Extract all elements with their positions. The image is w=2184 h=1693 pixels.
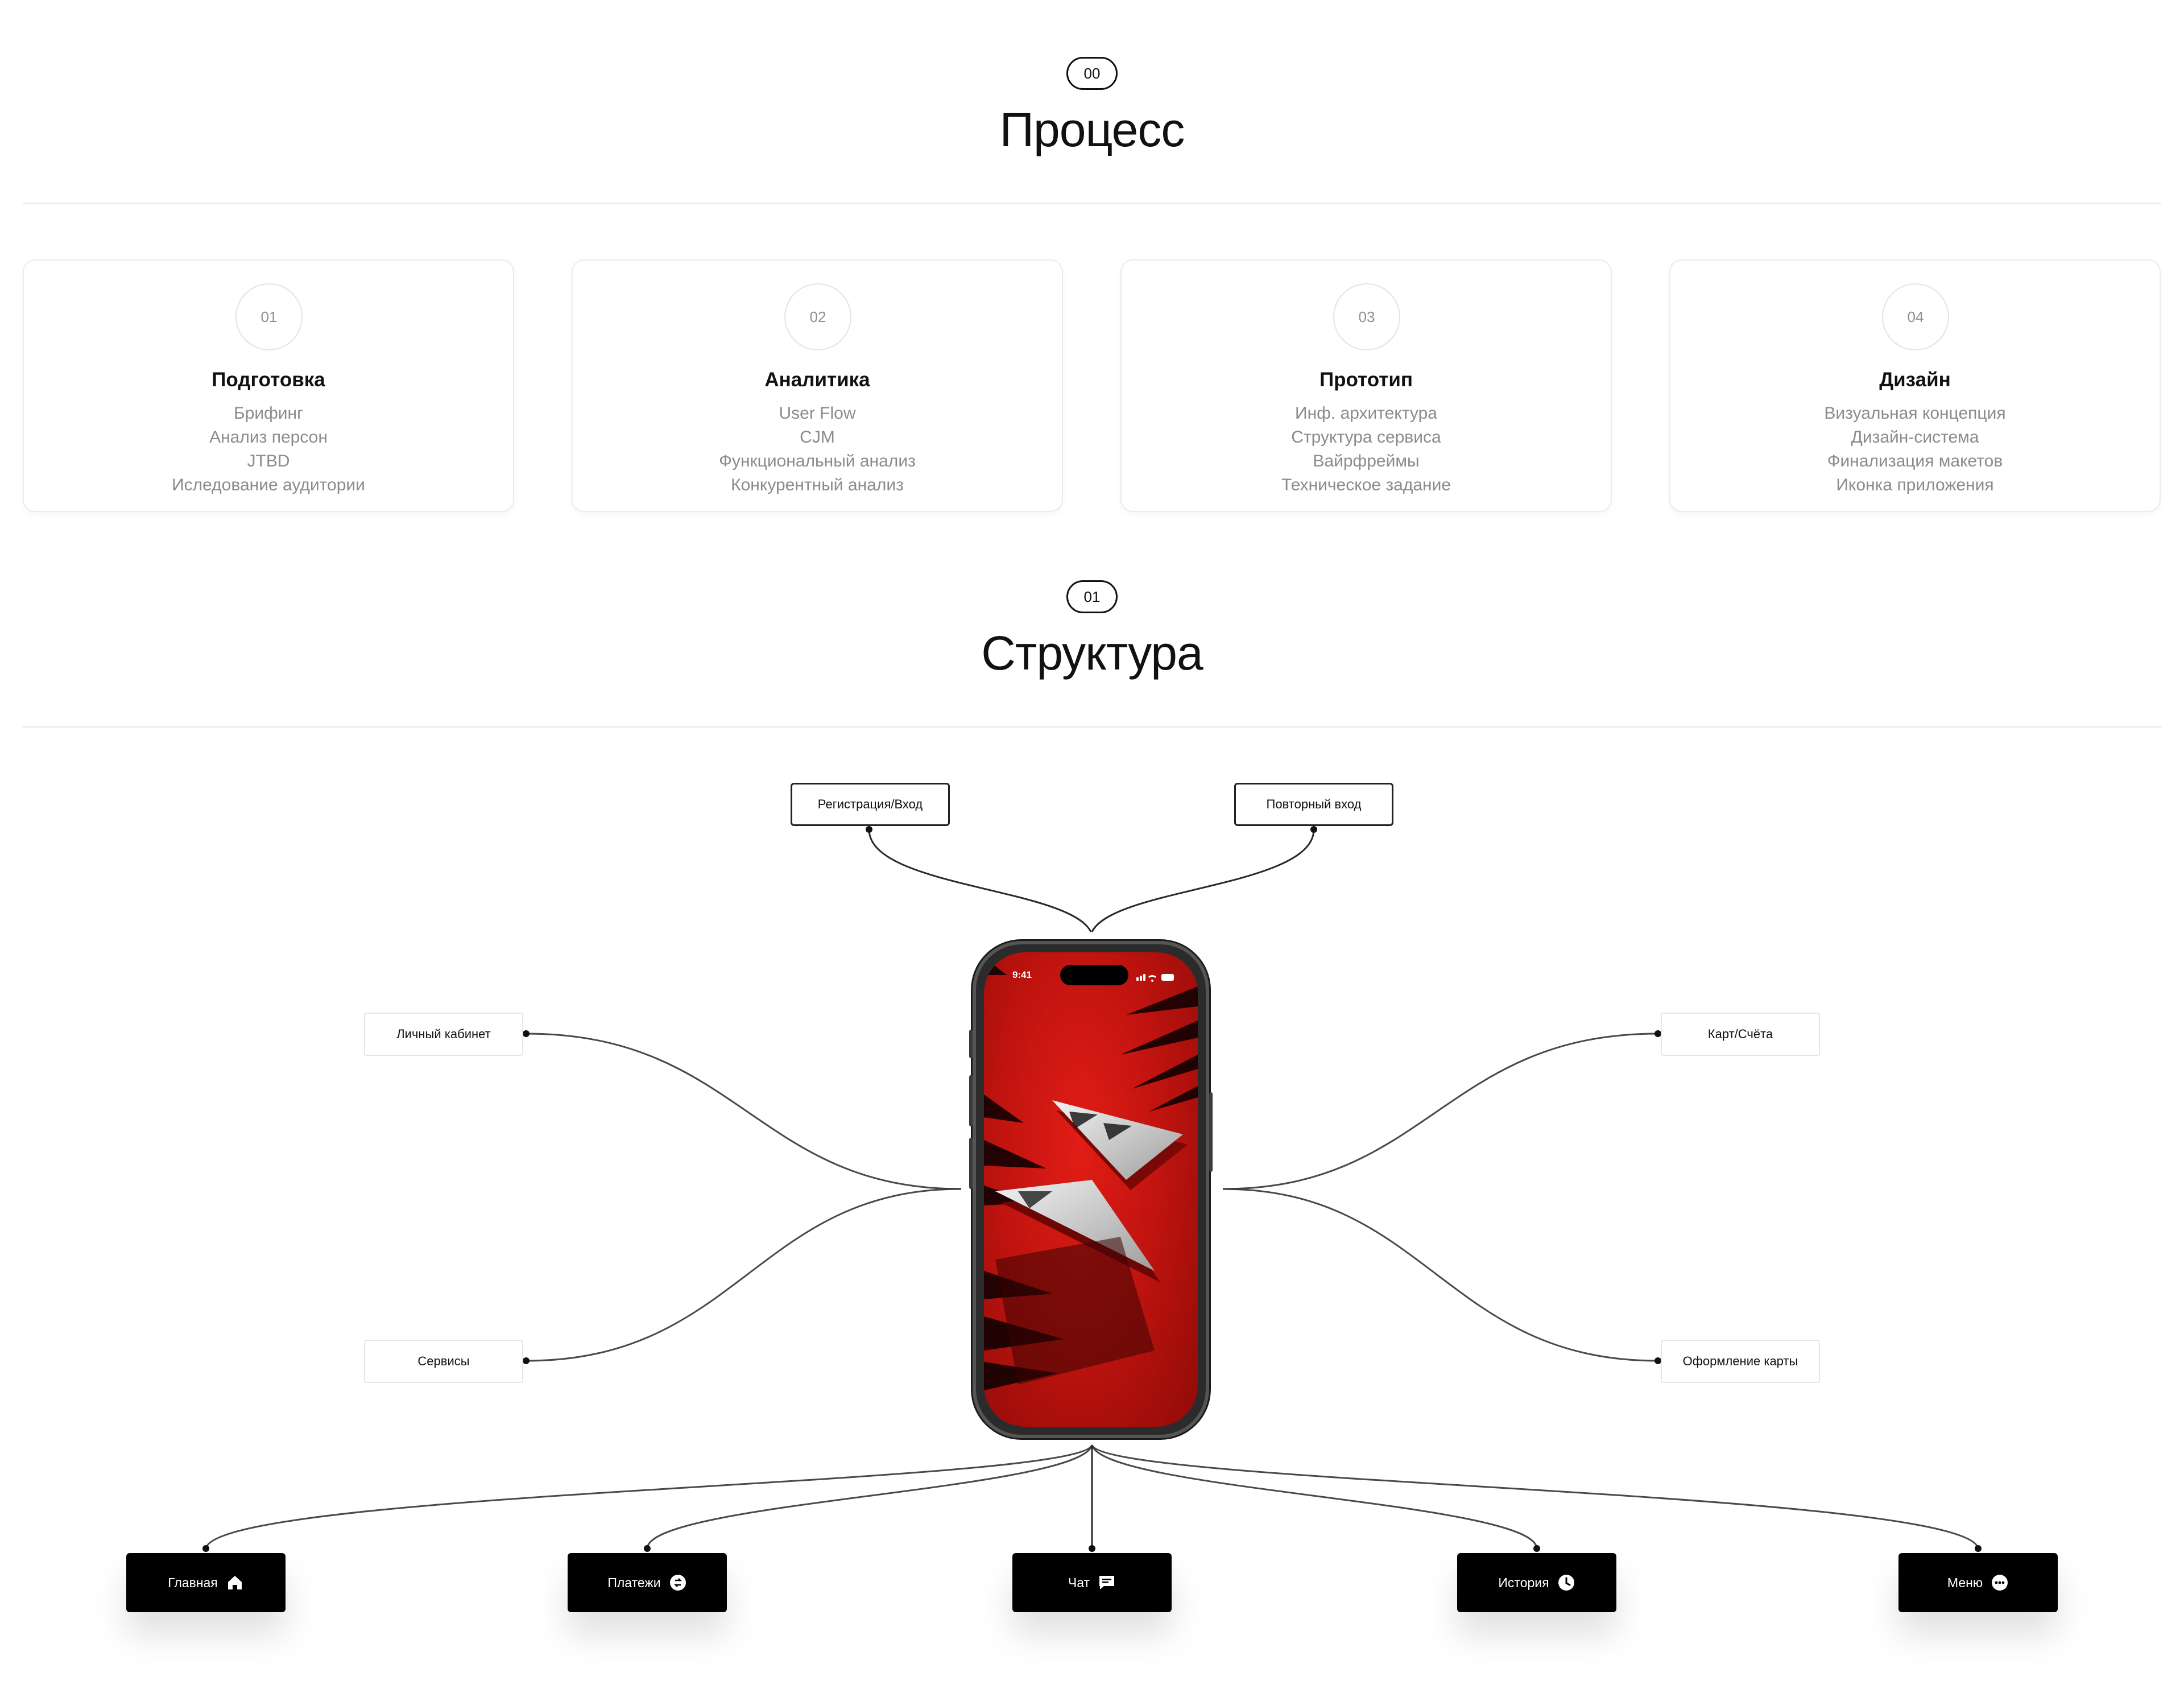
structure-title: Структура bbox=[981, 626, 1203, 680]
payments-icon bbox=[669, 1574, 687, 1592]
list-item: Анализ персон bbox=[209, 428, 328, 447]
list-item: Техническое задание bbox=[1281, 476, 1451, 494]
list-item: CJM bbox=[800, 428, 835, 447]
list-item: Инф. архитектура bbox=[1295, 404, 1437, 423]
node-account: Личный кабинет bbox=[364, 1013, 523, 1056]
tab-history[interactable]: История bbox=[1457, 1553, 1616, 1612]
card-title: Прототип bbox=[1319, 369, 1413, 391]
process-card-design: 04 Дизайн Визуальная концепция Дизайн-си… bbox=[1669, 259, 2161, 512]
tab-chat[interactable]: Чат bbox=[1012, 1553, 1172, 1612]
node-registration: Регистрация/Вход bbox=[791, 783, 950, 826]
phone-side-button bbox=[1209, 1092, 1213, 1172]
list-item: User Flow bbox=[779, 404, 856, 423]
process-card-prep: 01 Подготовка Брифинг Анализ персон JTBD… bbox=[23, 259, 514, 512]
card-title: Дизайн bbox=[1879, 369, 1951, 391]
phone-screen: 9:41 bbox=[984, 952, 1198, 1427]
tab-label: Платежи bbox=[607, 1575, 661, 1590]
tab-payments[interactable]: Платежи bbox=[568, 1553, 727, 1612]
card-items: Визуальная концепция Дизайн-система Фина… bbox=[1670, 402, 2160, 497]
card-items: Инф. архитектура Структура сервиса Вайрф… bbox=[1122, 402, 1611, 497]
wallpaper-art bbox=[984, 957, 1198, 1390]
process-card-prototype: 03 Прототип Инф. архитектура Структура с… bbox=[1120, 259, 1612, 512]
section-number-badge: 01 bbox=[1066, 580, 1118, 613]
status-icons bbox=[1136, 974, 1174, 982]
step-number: 01 bbox=[235, 283, 303, 350]
process-title: Процесс bbox=[999, 103, 1185, 156]
step-number: 04 bbox=[1882, 283, 1949, 350]
divider bbox=[23, 203, 2161, 204]
list-item: Брифинг bbox=[233, 404, 304, 423]
card-title: Подготовка bbox=[212, 369, 325, 391]
list-item: Структура сервиса bbox=[1291, 428, 1441, 447]
tab-menu[interactable]: Меню bbox=[1898, 1553, 2058, 1612]
chat-icon bbox=[1098, 1574, 1116, 1592]
card-title: Аналитика bbox=[764, 369, 870, 391]
card-items: Брифинг Анализ персон JTBD Иследование а… bbox=[24, 402, 513, 497]
more-icon bbox=[1991, 1574, 2009, 1592]
list-item: Функциональный анализ bbox=[719, 452, 916, 470]
section-number-badge: 00 bbox=[1066, 57, 1118, 90]
phone-mockup: 9:41 bbox=[969, 941, 1213, 1438]
status-time: 9:41 bbox=[1012, 969, 1032, 980]
clock-icon bbox=[1557, 1574, 1575, 1592]
home-icon bbox=[226, 1574, 244, 1592]
phone-side-button bbox=[969, 1138, 973, 1189]
list-item: Конкурентный анализ bbox=[731, 476, 904, 494]
tab-label: Меню bbox=[1947, 1575, 1983, 1590]
list-item: Иследование аудитории bbox=[172, 476, 365, 494]
list-item: JTBD bbox=[247, 452, 290, 470]
phone-side-button bbox=[969, 1030, 973, 1058]
step-number: 03 bbox=[1333, 283, 1400, 350]
process-card-analytics: 02 Аналитика User Flow CJM Функциональны… bbox=[572, 259, 1063, 512]
list-item: Финализация макетов bbox=[1827, 452, 2003, 470]
divider bbox=[23, 726, 2161, 728]
tab-label: Главная bbox=[168, 1575, 218, 1590]
card-items: User Flow CJM Функциональный анализ Конк… bbox=[573, 402, 1062, 497]
node-cards-accounts: Карт/Счёта bbox=[1661, 1013, 1820, 1056]
list-item: Визуальная концепция bbox=[1824, 404, 2006, 423]
tab-home[interactable]: Главная bbox=[126, 1553, 286, 1612]
tab-label: История bbox=[1498, 1575, 1549, 1590]
node-card-design: Оформление карты bbox=[1661, 1340, 1820, 1383]
step-number: 02 bbox=[784, 283, 851, 350]
list-item: Вайрфреймы bbox=[1313, 452, 1420, 470]
phone-side-button bbox=[969, 1075, 973, 1126]
node-repeat-login: Повторный вход bbox=[1234, 783, 1393, 826]
node-services: Сервисы bbox=[364, 1340, 523, 1383]
tab-label: Чат bbox=[1068, 1575, 1090, 1590]
dynamic-island bbox=[1060, 965, 1128, 985]
list-item: Иконка приложения bbox=[1836, 476, 1994, 494]
list-item: Дизайн-система bbox=[1851, 428, 1979, 447]
